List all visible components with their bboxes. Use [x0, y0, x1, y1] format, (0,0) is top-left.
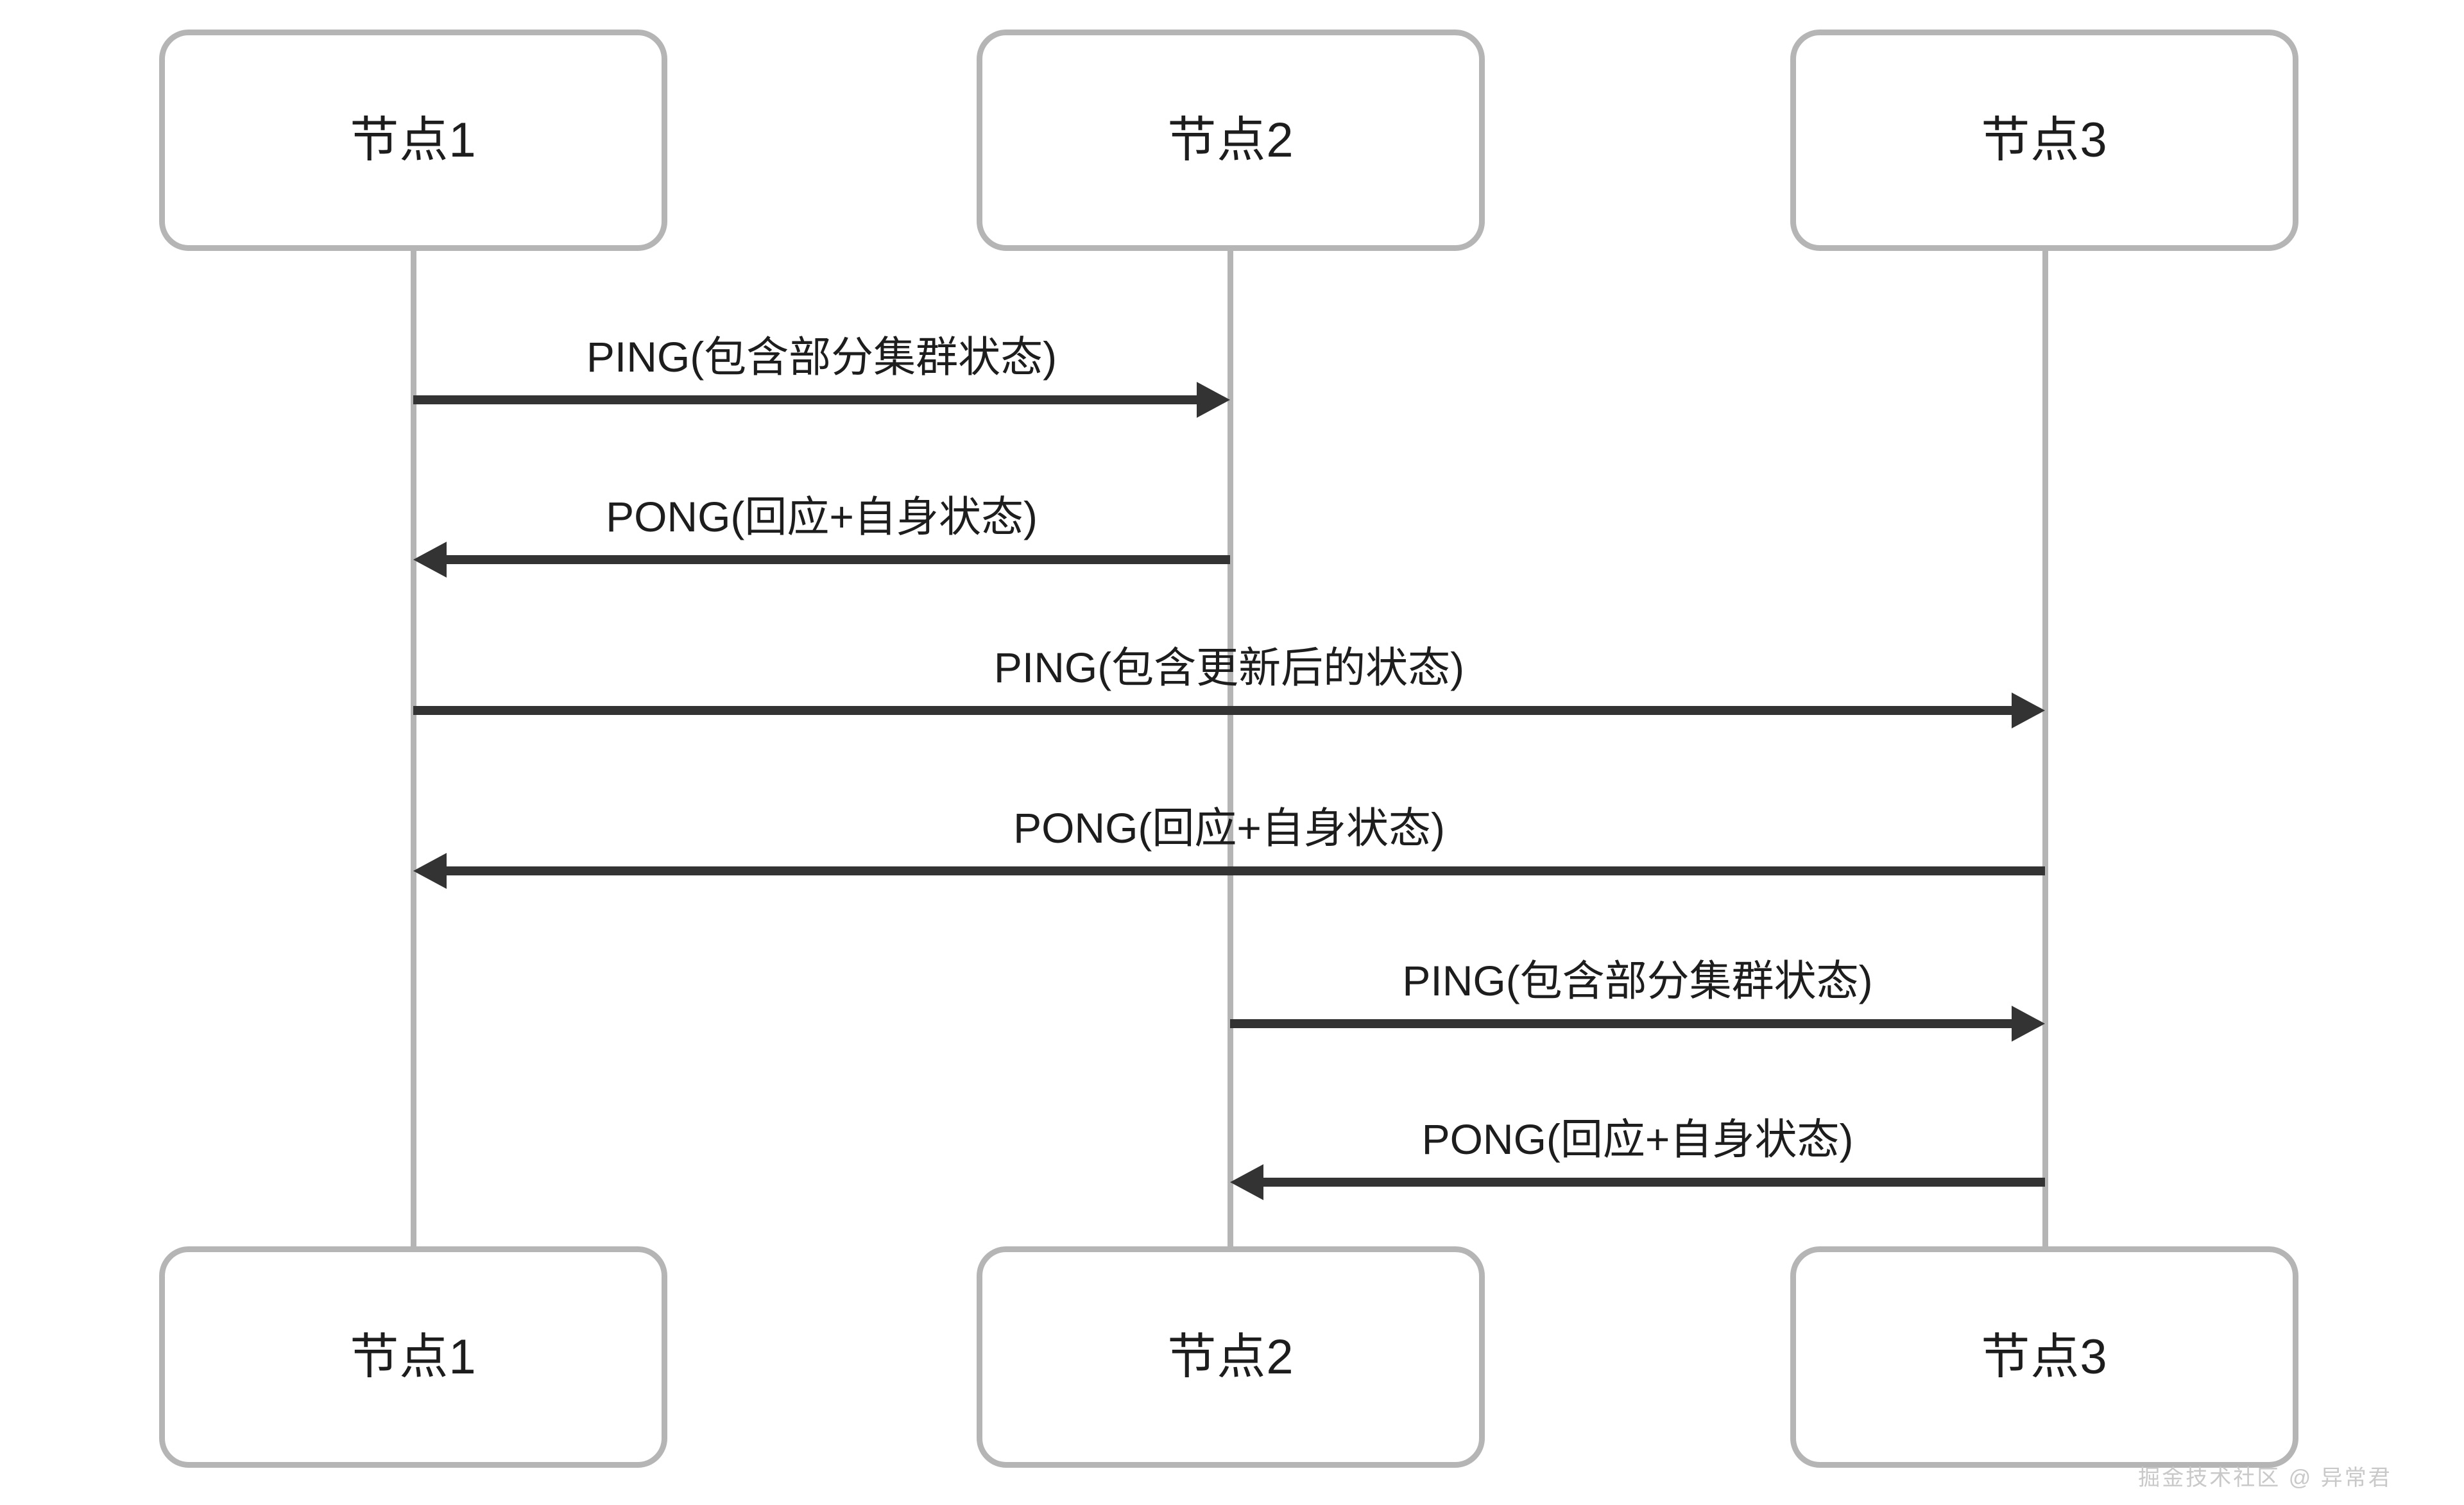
message-line	[413, 706, 2014, 715]
message-label: PONG(回应+自身状态)	[606, 493, 1038, 540]
node-box-label: 节点1	[350, 112, 477, 168]
message-label: PING(包含更新后的状态)	[993, 644, 1465, 691]
lifeline-node2	[1228, 251, 1233, 1246]
node-box-label: 节点3	[1981, 112, 2108, 168]
bottom-node-box-2[interactable]: 节点2	[977, 1246, 1485, 1468]
message-line	[444, 555, 1230, 564]
arrow-head-left-icon	[1230, 1164, 1263, 1200]
top-node-box-1[interactable]: 节点1	[159, 30, 667, 251]
message-line	[1230, 1019, 2014, 1028]
arrow-head-left-icon	[413, 542, 447, 578]
arrow-head-right-icon	[1197, 382, 1230, 418]
lifeline-node3	[2042, 251, 2048, 1246]
message-line	[444, 866, 2045, 875]
bottom-node-box-1[interactable]: 节点1	[159, 1246, 667, 1468]
message-line	[413, 395, 1199, 404]
message-label: PING(包含部分集群状态)	[1402, 957, 1873, 1004]
node-box-label: 节点3	[1981, 1329, 2108, 1384]
arrow-head-left-icon	[413, 853, 447, 889]
node-box-label: 节点1	[350, 1329, 477, 1384]
message-line	[1261, 1178, 2045, 1187]
lifeline-node1	[411, 251, 416, 1246]
node-box-label: 节点2	[1167, 1329, 1294, 1384]
arrow-head-right-icon	[2012, 692, 2045, 728]
top-node-box-2[interactable]: 节点2	[977, 30, 1485, 251]
bottom-node-box-3[interactable]: 节点3	[1790, 1246, 2298, 1468]
message-label: PING(包含部分集群状态)	[586, 333, 1057, 381]
message-label: PONG(回应+自身状态)	[1421, 1115, 1854, 1163]
top-node-box-3[interactable]: 节点3	[1790, 30, 2298, 251]
node-box-label: 节点2	[1167, 112, 1294, 168]
arrow-head-right-icon	[2012, 1006, 2045, 1042]
message-label: PONG(回应+自身状态)	[1013, 804, 1445, 852]
watermark-text: 掘金技术社区 @ 异常君	[2138, 1466, 2392, 1490]
